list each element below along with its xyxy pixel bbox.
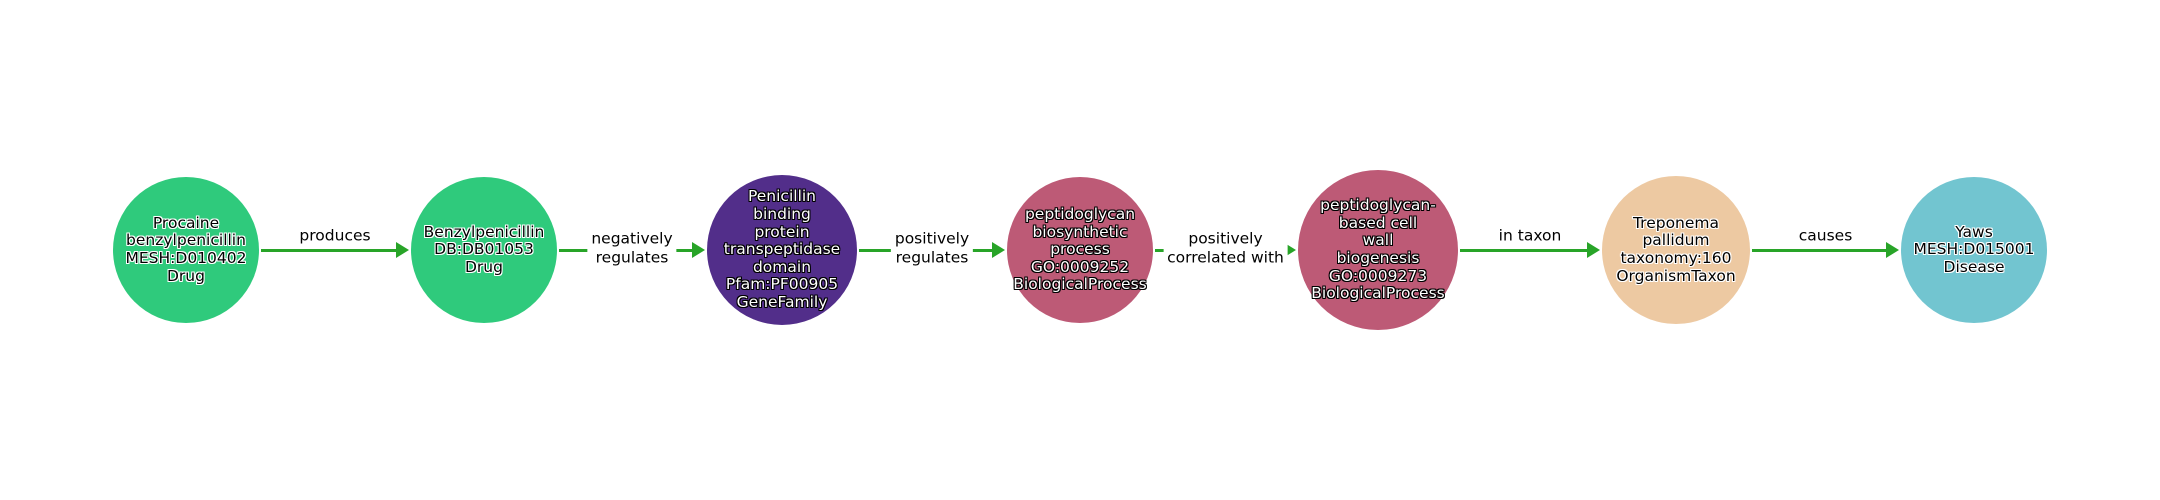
edge-arrowhead [692,242,705,258]
edge-line [1752,248,1888,252]
edge-arrowhead [1587,242,1600,258]
node-peptidoglycan-biosynthetic-process: peptidoglycan biosynthetic process GO:00… [1007,177,1153,323]
node-label: Procaine benzylpenicillin MESH:D010402 D… [125,213,247,285]
edge-line [261,248,398,252]
node-procaine-benzylpenicillin: Procaine benzylpenicillin MESH:D010402 D… [113,177,259,323]
edge-label: in taxon [1498,226,1562,245]
node-label: peptidoglycan- based cell wall biogenesi… [1311,196,1445,303]
edge-label: positively correlated with [1163,228,1288,268]
node-label: Benzylpenicillin DB:DB01053 Drug [423,222,545,276]
edge-label: negatively regulates [587,228,677,268]
edge-arrowhead [1886,242,1899,258]
node-benzylpenicillin: Benzylpenicillin DB:DB01053 Drug [411,177,557,323]
edge-label: positively regulates [890,228,974,268]
node-label: Penicillin binding protein transpeptidas… [723,187,841,312]
node-yaws: Yaws MESH:D015001 Disease [1901,177,2047,323]
node-peptidoglycan-based-cell-wall-biogenesis: peptidoglycan- based cell wall biogenesi… [1298,170,1458,330]
edge-label: causes [1798,226,1853,245]
node-treponema-pallidum: Treponema pallidum taxonomy:160 Organism… [1602,176,1750,324]
node-label: Treponema pallidum taxonomy:160 Organism… [1616,213,1736,285]
node-label: peptidoglycan biosynthetic process GO:00… [1013,204,1147,294]
node-label: Yaws MESH:D015001 Disease [1913,222,2035,276]
edge-line [1460,248,1589,252]
edge-label: produces [299,226,371,245]
edge-arrowhead [992,242,1005,258]
edge-arrowhead [396,242,409,258]
node-penicillin-binding-protein-transpeptidase-domain: Penicillin binding protein transpeptidas… [707,175,857,325]
